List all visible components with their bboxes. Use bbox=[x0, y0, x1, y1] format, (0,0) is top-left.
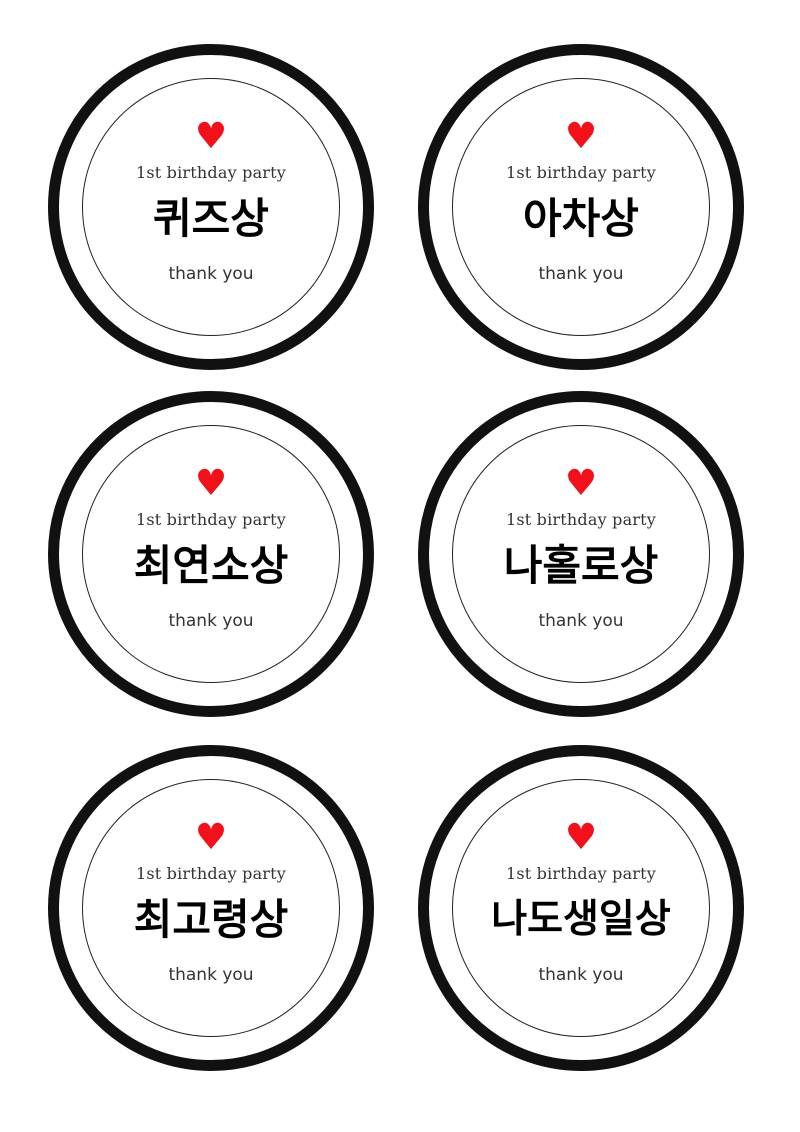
thank-you-text: thank you bbox=[168, 611, 254, 631]
heart-icon: ♥ bbox=[194, 116, 228, 157]
sticker-inner-ring bbox=[452, 425, 710, 683]
sticker-subtitle: 1st birthday party bbox=[505, 510, 657, 529]
heart-icon: ♥ bbox=[564, 116, 598, 157]
sticker-inner-ring bbox=[82, 78, 340, 336]
thank-you-text: thank you bbox=[538, 611, 624, 631]
heart-icon: ♥ bbox=[194, 817, 228, 858]
award-title: 나홀로상 bbox=[503, 541, 659, 590]
award-title: 최연소상 bbox=[133, 541, 289, 590]
award-title: 퀴즈상 bbox=[153, 194, 269, 243]
sticker-subtitle: 1st birthday party bbox=[135, 864, 287, 883]
heart-icon: ♥ bbox=[564, 463, 598, 504]
thank-you-text: thank you bbox=[168, 965, 254, 985]
sticker-4: ♥ 1st birthday party 나홀로상 thank you bbox=[418, 391, 744, 717]
thank-you-text: thank you bbox=[538, 264, 624, 284]
sticker-5: ♥ 1st birthday party 최고령상 thank you bbox=[48, 745, 374, 1071]
sticker-inner-ring bbox=[82, 425, 340, 683]
thank-you-text: thank you bbox=[168, 264, 254, 284]
sticker-subtitle: 1st birthday party bbox=[505, 864, 657, 883]
heart-icon: ♥ bbox=[564, 817, 598, 858]
sticker-inner-ring bbox=[452, 78, 710, 336]
sticker-2: ♥ 1st birthday party 아차상 thank you bbox=[418, 44, 744, 370]
heart-icon: ♥ bbox=[194, 463, 228, 504]
sticker-inner-ring bbox=[82, 779, 340, 1037]
sticker-6: ♥ 1st birthday party 나도생일상 thank you bbox=[418, 745, 744, 1071]
sticker-inner-ring bbox=[452, 779, 710, 1037]
sticker-3: ♥ 1st birthday party 최연소상 thank you bbox=[48, 391, 374, 717]
sticker-subtitle: 1st birthday party bbox=[135, 163, 287, 182]
thank-you-text: thank you bbox=[538, 965, 624, 985]
award-title: 아차상 bbox=[523, 194, 639, 243]
sticker-1: ♥ 1st birthday party 퀴즈상 thank you bbox=[48, 44, 374, 370]
award-title: 나도생일상 bbox=[491, 897, 671, 942]
sticker-subtitle: 1st birthday party bbox=[135, 510, 287, 529]
award-title: 최고령상 bbox=[133, 895, 289, 944]
sticker-subtitle: 1st birthday party bbox=[505, 163, 657, 182]
